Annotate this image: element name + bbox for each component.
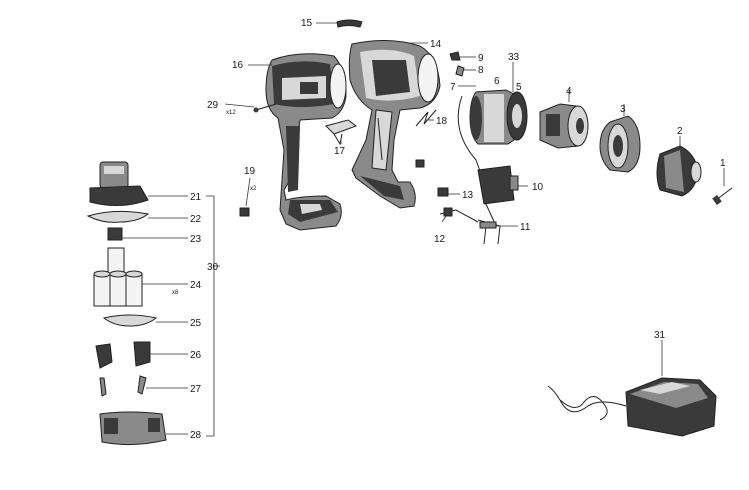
label-part-28: 28 bbox=[190, 430, 202, 441]
part-22-plate bbox=[86, 210, 188, 223]
part-26-terminals bbox=[95, 341, 188, 369]
label-part-30: 30 bbox=[207, 262, 219, 273]
part-10-switch bbox=[477, 165, 528, 227]
qty-part-24: x8 bbox=[172, 290, 179, 296]
label-part-17: 17 bbox=[334, 146, 346, 157]
label-part-3: 3 bbox=[620, 104, 626, 115]
label-part-26: 26 bbox=[190, 350, 202, 361]
part-19-clip bbox=[239, 177, 251, 217]
label-part-10: 10 bbox=[532, 182, 544, 193]
part-12-wiring bbox=[439, 207, 479, 223]
label-part-22: 22 bbox=[190, 214, 202, 225]
label-part-12: 12 bbox=[434, 234, 446, 245]
label-part-5: 5 bbox=[516, 82, 522, 93]
part-9-terminal bbox=[449, 51, 476, 61]
small-connector bbox=[415, 159, 425, 168]
label-part-31: 31 bbox=[654, 330, 666, 341]
part-29-screw bbox=[224, 103, 277, 113]
part-8-lead bbox=[455, 65, 476, 77]
part-31-charger bbox=[547, 340, 717, 437]
part-1-screw bbox=[712, 168, 733, 205]
label-part-6: 6 bbox=[494, 76, 500, 87]
label-part-25: 25 bbox=[190, 318, 202, 329]
label-part-4: 4 bbox=[566, 86, 572, 97]
part-11-wiring bbox=[477, 219, 518, 245]
part-25-plate bbox=[102, 314, 188, 327]
qty-part-19: x2 bbox=[250, 186, 257, 192]
part-3-clutch-ring bbox=[599, 104, 641, 173]
label-part-9: 9 bbox=[478, 53, 484, 64]
label-part-7: 7 bbox=[450, 82, 456, 93]
part-18-spring bbox=[415, 109, 437, 127]
label-part-21: 21 bbox=[190, 192, 202, 203]
part-16-left-housing bbox=[248, 53, 347, 231]
label-part-24: 24 bbox=[190, 280, 202, 291]
part-15-top-cap bbox=[316, 19, 363, 28]
label-part-16: 16 bbox=[232, 60, 244, 71]
part-13-component bbox=[437, 187, 460, 197]
part-24-battery-cells bbox=[93, 247, 188, 307]
part-28-battery-base bbox=[99, 411, 188, 446]
part-33-plate bbox=[506, 62, 528, 141]
label-part-1: 1 bbox=[720, 158, 726, 169]
label-part-11: 11 bbox=[520, 222, 531, 233]
label-part-18: 18 bbox=[436, 116, 448, 127]
part-4-gearbox bbox=[539, 90, 589, 149]
part-23-cell-connector bbox=[107, 227, 188, 241]
label-part-29: 29 bbox=[207, 100, 219, 111]
part-6-motor bbox=[457, 85, 515, 191]
label-part-23: 23 bbox=[190, 234, 202, 245]
label-part-2: 2 bbox=[677, 126, 683, 137]
label-part-15: 15 bbox=[301, 18, 313, 29]
label-part-8: 8 bbox=[478, 65, 484, 76]
label-part-13: 13 bbox=[462, 190, 474, 201]
part-27-contacts bbox=[99, 375, 188, 397]
part-17-bracket bbox=[325, 119, 358, 146]
part-21-battery-top bbox=[89, 161, 188, 206]
label-part-33: 33 bbox=[508, 52, 520, 63]
label-part-19: 19 bbox=[244, 166, 256, 177]
part-2-chuck bbox=[656, 136, 702, 197]
label-part-27: 27 bbox=[190, 384, 202, 395]
part-30-bracket bbox=[206, 195, 220, 437]
qty-part-29: x12 bbox=[226, 110, 236, 116]
label-part-14: 14 bbox=[430, 39, 442, 50]
part-14-right-housing bbox=[348, 39, 441, 209]
